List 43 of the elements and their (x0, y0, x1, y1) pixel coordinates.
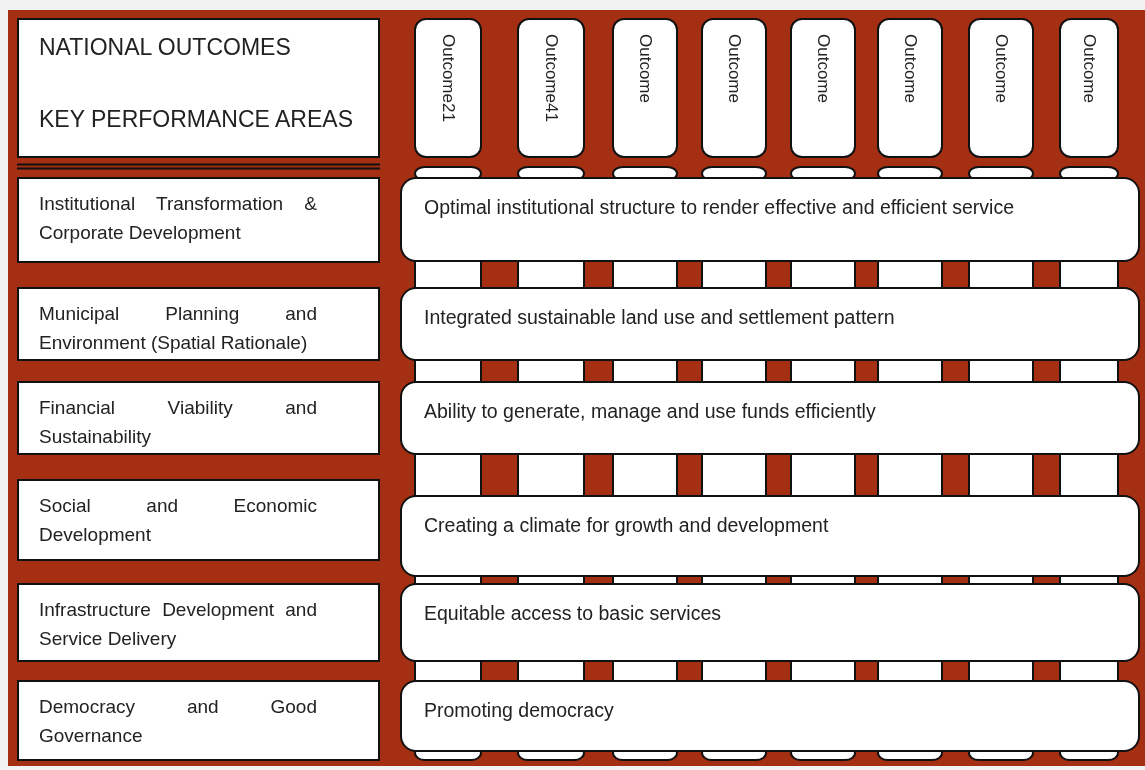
outcome-statement: Integrated sustainable land use and settlement pattern (424, 305, 896, 330)
kpa-box (17, 287, 380, 361)
outcome-header (701, 18, 767, 158)
outcome-header (877, 18, 943, 158)
outcome-statement-box (400, 583, 1140, 662)
heading: NATIONAL OUTCOMES (39, 34, 291, 61)
kpa-box (17, 381, 380, 455)
outcome-statement: Promoting democracy (424, 698, 615, 723)
outcome-header (1059, 18, 1119, 158)
kpa-label: Institutional Transformation & Corporate Development (39, 192, 317, 245)
outcome-label: Outcome (635, 34, 655, 103)
outcome-label: Outcome41 (541, 34, 561, 122)
kpa-box (17, 177, 380, 263)
outcome-label: Outcome (900, 34, 920, 103)
outcome-label: Outcome (813, 34, 833, 103)
outcome-statement-box (400, 177, 1140, 262)
outcome-label: Outcome (724, 34, 744, 103)
kpa-label: Infrastructure Development and Service Delivery (39, 598, 317, 651)
kpa-label: Democracy and Good Governance (39, 695, 317, 748)
header-box (17, 18, 380, 158)
outcome-statement: Creating a climate for growth and development (424, 513, 830, 538)
outcome-statement: Equitable access to basic services (424, 601, 722, 626)
kpa-box (17, 583, 380, 662)
outcome-statement-box (400, 381, 1140, 455)
outcome-label: Outcome (1079, 34, 1099, 103)
heading: KEY PERFORMANCE AREAS (39, 106, 353, 133)
outcome-statement-box (400, 287, 1140, 361)
outcome-header (517, 18, 585, 158)
kpa-box (17, 479, 380, 561)
outcome-statement: Ability to generate, manage and use funds efficiently (424, 399, 877, 424)
outcome-statement-box (400, 495, 1140, 577)
outcome-header (790, 18, 856, 158)
outcome-header (612, 18, 678, 158)
outcome-statement: Optimal institutional structure to render effective and efficient service (424, 195, 1015, 220)
outcome-header (414, 18, 482, 158)
outcome-header (968, 18, 1034, 158)
kpa-label: Financial Viability and Sustainability (39, 396, 317, 449)
kpa-box (17, 680, 380, 761)
outcome-label: Outcome21 (438, 34, 458, 122)
kpa-label: Municipal Planning and Environment (Spatial Rationale) (39, 302, 317, 355)
outcome-statement-box (400, 680, 1140, 752)
kpa-label: Social and Economic Development (39, 494, 317, 547)
outcome-label: Outcome (991, 34, 1011, 103)
